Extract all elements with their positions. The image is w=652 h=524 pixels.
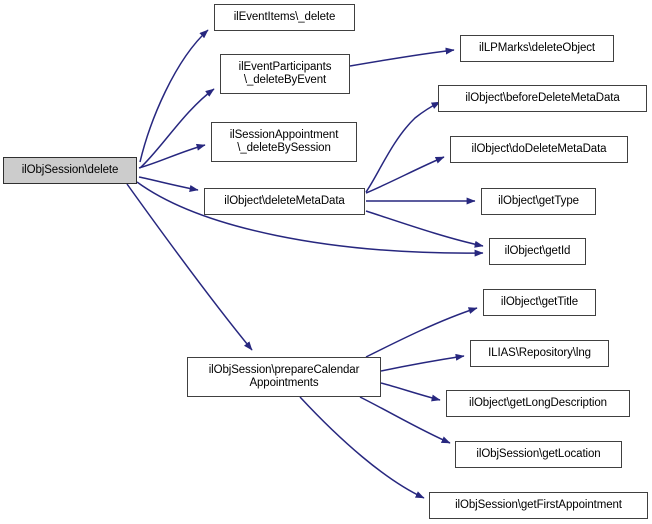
- graph-node-eventparts[interactable]: ilEventParticipants \_deleteByEvent: [220, 54, 350, 94]
- call-edge-preparecal-firstappt: [299, 396, 425, 499]
- graph-node-deletemeta[interactable]: ilObject\deleteMetaData: [204, 188, 365, 215]
- graph-node-getlongdesc[interactable]: ilObject\getLongDescription: [446, 390, 630, 417]
- call-edge-root-getid: [136, 181, 484, 257]
- graph-node-preparecal[interactable]: ilObjSession\prepareCalendar Appointment…: [187, 357, 381, 397]
- call-edge-deletemeta-before: [365, 101, 441, 193]
- call-edge-deletemeta-dodel: [365, 156, 445, 194]
- graph-node-lpmarks[interactable]: ilLPMarks\deleteObject: [460, 35, 614, 62]
- call-edge-root-eventparts: [139, 88, 215, 169]
- graph-node-getid[interactable]: ilObject\getId: [489, 238, 586, 265]
- graph-node-sessionappt[interactable]: ilSessionAppointment \_deleteBySession: [211, 122, 357, 162]
- graph-node-getfirstappt[interactable]: ilObjSession\getFirstAppointment: [429, 492, 648, 519]
- call-edge-root-preparecal: [126, 183, 253, 351]
- graph-node-root[interactable]: ilObjSession\delete: [3, 157, 137, 184]
- call-edge-preparecal-location: [359, 396, 451, 444]
- call-edge-preparecal-lng: [380, 353, 465, 372]
- call-edge-root-deletemeta: [138, 176, 199, 192]
- graph-node-beforedelmeta[interactable]: ilObject\beforeDeleteMetaData: [438, 85, 647, 112]
- call-edge-eventparts-lpmarks: [349, 47, 455, 67]
- graph-node-gettitle[interactable]: ilObject\getTitle: [483, 289, 596, 316]
- call-edge-deletemeta-getid: [365, 210, 484, 248]
- graph-node-gettype[interactable]: ilObject\getType: [481, 188, 596, 215]
- graph-node-dodelmeta[interactable]: ilObject\doDeleteMetaData: [450, 136, 628, 163]
- call-edge-preparecal-gettitle: [365, 307, 478, 358]
- graph-node-lng[interactable]: ILIAS\Repository\lng: [470, 340, 609, 367]
- call-edge-preparecal-longdesc: [380, 382, 441, 402]
- graph-node-getlocation[interactable]: ilObjSession\getLocation: [455, 441, 622, 468]
- call-edge-root-eventitems: [139, 29, 209, 163]
- call-edge-root-sessionappt: [138, 143, 206, 169]
- graph-node-eventitems[interactable]: ilEventItems\_delete: [214, 4, 355, 31]
